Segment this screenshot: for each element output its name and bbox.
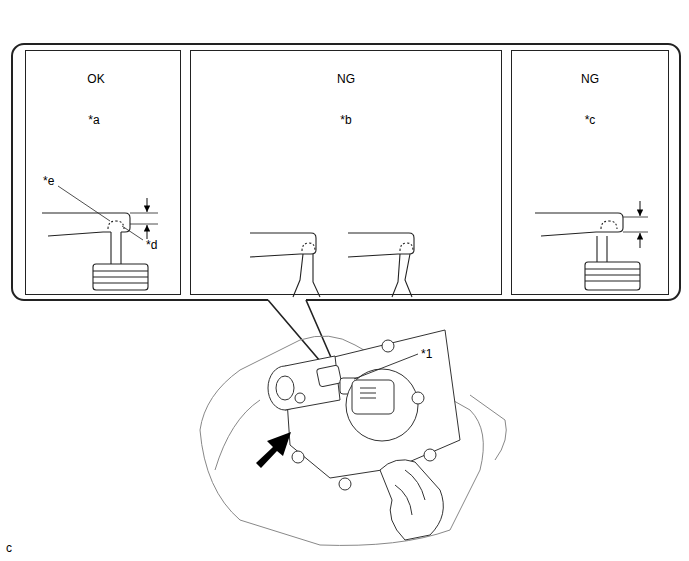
inspection-panel: NG *b [190,50,502,295]
judgement-text: NG [581,72,599,86]
callout-letter: *c [585,113,596,127]
callout-number: *1 [421,347,432,361]
callout-letter: *a [88,113,99,127]
judgement-text: OK [87,72,104,86]
callout-number: *e [43,174,54,188]
valve-ng-bent [250,233,414,297]
callout-tail [268,300,333,368]
callout-frame [12,44,680,300]
actuator-assembly [200,330,506,545]
inspection-panel: NG *c [511,50,669,295]
leader-line [354,354,418,379]
callout-letter: *b [340,113,351,127]
figure-code: c [6,541,12,555]
judgement-text: NG [337,72,355,86]
callout-number: *d [146,238,157,252]
inspection-panel: OK *a [25,50,181,295]
valve-ok [42,186,158,290]
valve-ng-gap [535,201,648,290]
direction-arrow [256,432,291,468]
